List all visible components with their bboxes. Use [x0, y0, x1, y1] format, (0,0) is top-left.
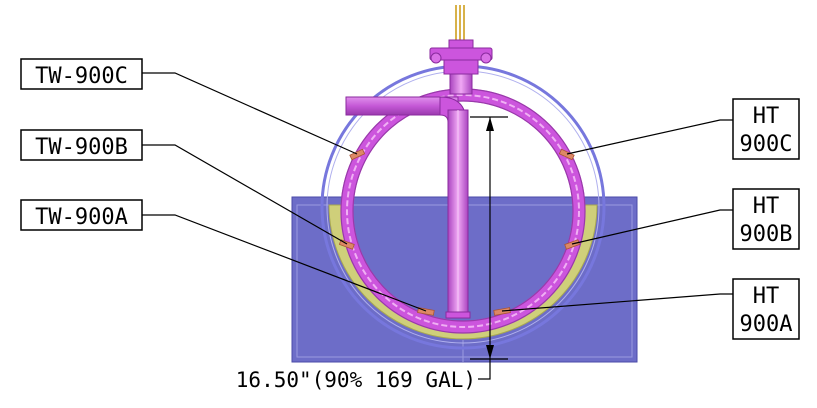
ht-900c-marker	[558, 148, 575, 161]
tw-900c-marker	[349, 148, 366, 161]
leader-ht-900c	[566, 119, 733, 155]
dip-tube-end	[445, 311, 471, 319]
tag-text-line1: HT	[753, 104, 780, 129]
dimension-leader	[478, 359, 491, 380]
vessel-ring-inner-edge	[352, 100, 574, 322]
leader-lines	[142, 72, 733, 312]
dimension-arrow-top	[486, 117, 494, 131]
level-dimension-label: 16.50"(90% 169 GAL)	[236, 368, 476, 392]
tag-text-line2: 900B	[740, 222, 793, 247]
tag-tw-900b: TW-900B	[20, 129, 143, 161]
tag-ht-900c: HT 900C	[732, 98, 800, 160]
leader-tw-900a	[142, 214, 427, 312]
dimension-arrow-bottom	[486, 345, 494, 359]
nozzle-tube-2	[459, 5, 461, 43]
dip-tube	[445, 109, 471, 319]
tag-text-line1: HT	[753, 284, 780, 309]
tag-ht-900b: HT 900B	[732, 188, 800, 250]
level-dimension	[470, 116, 508, 380]
nozzle-tube-3	[463, 5, 465, 43]
tag-text-line2: 900C	[740, 132, 793, 157]
top-nozzle	[429, 5, 493, 95]
nozzle-tube-1	[455, 5, 457, 43]
tag-box	[732, 188, 800, 250]
tag-box	[732, 98, 800, 160]
leader-tw-900c	[142, 72, 358, 155]
tag-tw-900a: TW-900A	[20, 199, 143, 231]
tag-tw-900c: TW-900C	[20, 58, 143, 90]
tag-text: TW-900C	[35, 64, 128, 89]
vessel-ring-highlight	[346, 94, 580, 328]
nozzle-body	[449, 73, 473, 95]
tag-box	[732, 278, 800, 340]
leader-ht-900b	[571, 209, 733, 245]
leader-tw-900b	[142, 144, 348, 245]
tag-text: TW-900A	[35, 205, 128, 230]
tag-text: TW-900B	[35, 135, 128, 160]
tag-box	[20, 58, 143, 90]
tag-box	[20, 199, 143, 231]
flange-bolt-right	[480, 52, 492, 64]
tag-text-line1: HT	[753, 194, 780, 219]
inlet-pipe	[345, 96, 467, 123]
tag-text-line2: 900A	[740, 312, 793, 337]
leader-ht-900a	[501, 293, 733, 312]
tag-ht-900a: HT 900A	[732, 278, 800, 340]
flange-bolt-left	[430, 52, 442, 64]
tag-box	[20, 129, 143, 161]
nozzle-collar	[443, 59, 479, 75]
